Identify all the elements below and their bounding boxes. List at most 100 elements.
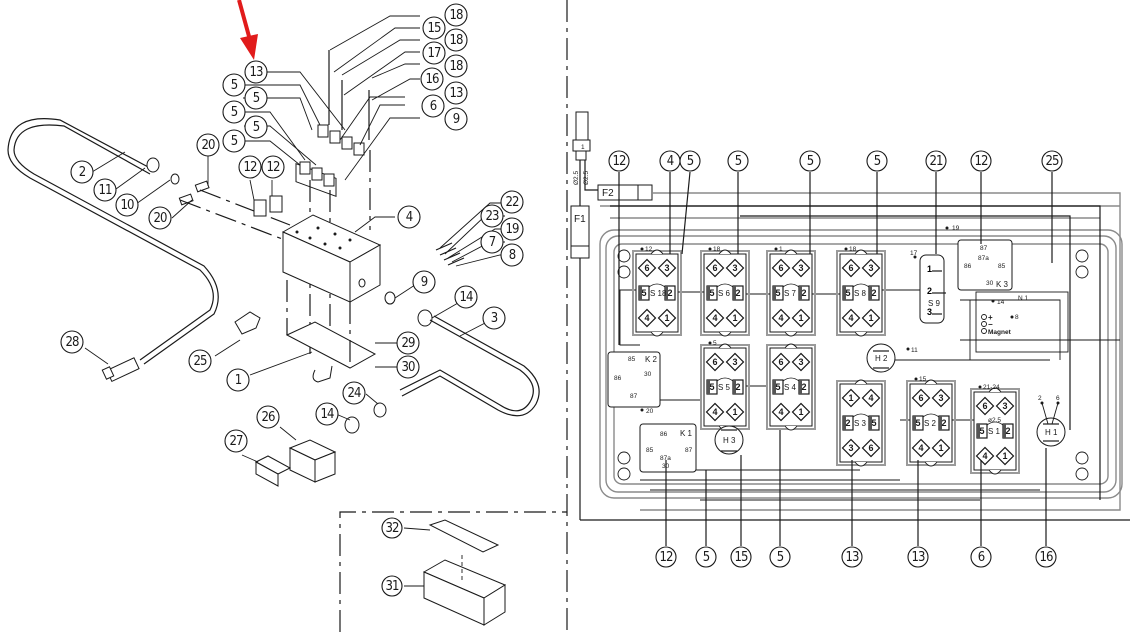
svg-text:86: 86 [660, 431, 668, 438]
relay-k3: 19 87 87a 86 85 30 K 3 14 [945, 225, 1013, 306]
switch-pin: 2 [732, 285, 744, 301]
switch-pin: 6 [705, 258, 725, 278]
svg-text:N 1: N 1 [1018, 295, 1029, 302]
callout-12b: 12 [261, 155, 285, 179]
svg-text:85: 85 [628, 356, 636, 363]
callout-number: 26 [262, 410, 275, 425]
switch-name: S 2 [924, 419, 937, 428]
svg-text:5: 5 [845, 288, 850, 298]
svg-text:6: 6 [778, 357, 783, 367]
callout-number: 5 [231, 78, 238, 93]
switch-name: S 5 [718, 383, 731, 392]
svg-text:1: 1 [848, 393, 853, 403]
svg-text:S 9: S 9 [928, 299, 941, 308]
switch-pin: 5 [868, 415, 880, 431]
wire-number: 18 [849, 246, 857, 253]
switch-name: S 1 [988, 427, 1001, 436]
schematic-bottom-callout: 13 [907, 546, 929, 568]
switch-pin: 2 [732, 379, 744, 395]
callout-18a: 18 [444, 3, 468, 27]
switch-pin: 2 [868, 285, 880, 301]
callout-14a: 14 [454, 285, 478, 309]
switch-pin: 5 [706, 285, 718, 301]
svg-text:85: 85 [998, 263, 1006, 270]
svg-text:4: 4 [848, 313, 853, 323]
bracket-25 [234, 311, 261, 335]
schematic-top-callout: 5 [799, 150, 821, 172]
callout-number: 5 [777, 550, 784, 565]
switch-name: S 18 [650, 289, 667, 298]
svg-text:4: 4 [778, 407, 783, 417]
switch-pin: 4 [771, 402, 791, 422]
switch-pin: 4 [637, 308, 657, 328]
callout-4: 4 [397, 205, 421, 229]
callout-18b: 18 [444, 28, 468, 52]
gland-14a [417, 309, 433, 327]
svg-text:4: 4 [712, 407, 717, 417]
schematic-bottom-callout: 5 [769, 546, 791, 568]
callout-number: 10 [121, 198, 134, 213]
callout-number: 5 [807, 154, 814, 169]
callout-number: 25 [1046, 154, 1059, 169]
exploded-assembly-view: 1815181718161369135555520121221110204222… [7, 0, 540, 626]
sensor-28 [101, 357, 140, 383]
callout-number: 4 [667, 154, 674, 169]
switch-pin: 5 [772, 379, 784, 395]
svg-text:4: 4 [778, 313, 783, 323]
switch-pin: 3 [841, 438, 861, 458]
schematic-top-callout: 4 [659, 150, 681, 172]
svg-text:2: 2 [1038, 395, 1042, 402]
switch-pin: 2 [798, 379, 810, 395]
nut-24 [373, 402, 387, 418]
callout-number: 13 [912, 550, 925, 565]
switch-pin: 1 [995, 446, 1015, 466]
switch-name: S 6 [718, 289, 731, 298]
callout-number: 14 [321, 407, 334, 422]
schematic-top-callout: 5 [727, 150, 749, 172]
callout-number: 16 [1040, 550, 1053, 565]
diameter-label-1: Ø2.5 [573, 171, 580, 185]
schematic-bottom-callout: 13 [841, 546, 863, 568]
svg-text:H 3: H 3 [723, 436, 736, 445]
inset-frame [339, 511, 567, 632]
callout-number: 25 [194, 354, 207, 369]
switch-pin: 5 [638, 285, 650, 301]
switch-pin: 6 [705, 352, 725, 372]
svg-text:3: 3 [798, 263, 803, 273]
switch-pin: 5 [912, 415, 924, 431]
callout-5c: 5 [222, 100, 246, 124]
callout-8: 8 [500, 243, 524, 267]
schematic-top-callout: 12 [970, 150, 992, 172]
switch-pin: 5 [976, 423, 988, 439]
svg-text:1: 1 [927, 264, 932, 274]
callout-2: 2 [70, 160, 94, 184]
callout-number: 1 [235, 373, 242, 388]
fuse-f1: F1 [570, 205, 1130, 521]
callout-number: 28 [66, 335, 79, 350]
callout-number: 5 [253, 91, 260, 106]
callout-number: 5 [735, 154, 742, 169]
selector-s9: 17 1 2 3 S 9 [910, 250, 946, 324]
svg-text:2: 2 [735, 382, 740, 392]
switch-pin: 4 [841, 308, 861, 328]
svg-text:4: 4 [868, 393, 873, 403]
callout-9a: 9 [444, 107, 468, 131]
label-plate-32 [428, 519, 500, 553]
callout-number: 20 [154, 211, 167, 226]
callout-5a: 5 [222, 73, 246, 97]
callout-9b: 9 [412, 270, 436, 294]
lamp-h2: H 2 11 [866, 343, 918, 373]
callout-number: 30 [402, 360, 415, 375]
switch-pin: 6 [841, 258, 861, 278]
relay-k1: K 1 86 85 87 87a 30 [639, 423, 697, 473]
switch-pin: 4 [705, 402, 725, 422]
callout-number: 2 [79, 165, 86, 180]
svg-text:87: 87 [685, 447, 693, 454]
switch-pin: 5 [842, 285, 854, 301]
callout-number: 12 [244, 160, 257, 175]
